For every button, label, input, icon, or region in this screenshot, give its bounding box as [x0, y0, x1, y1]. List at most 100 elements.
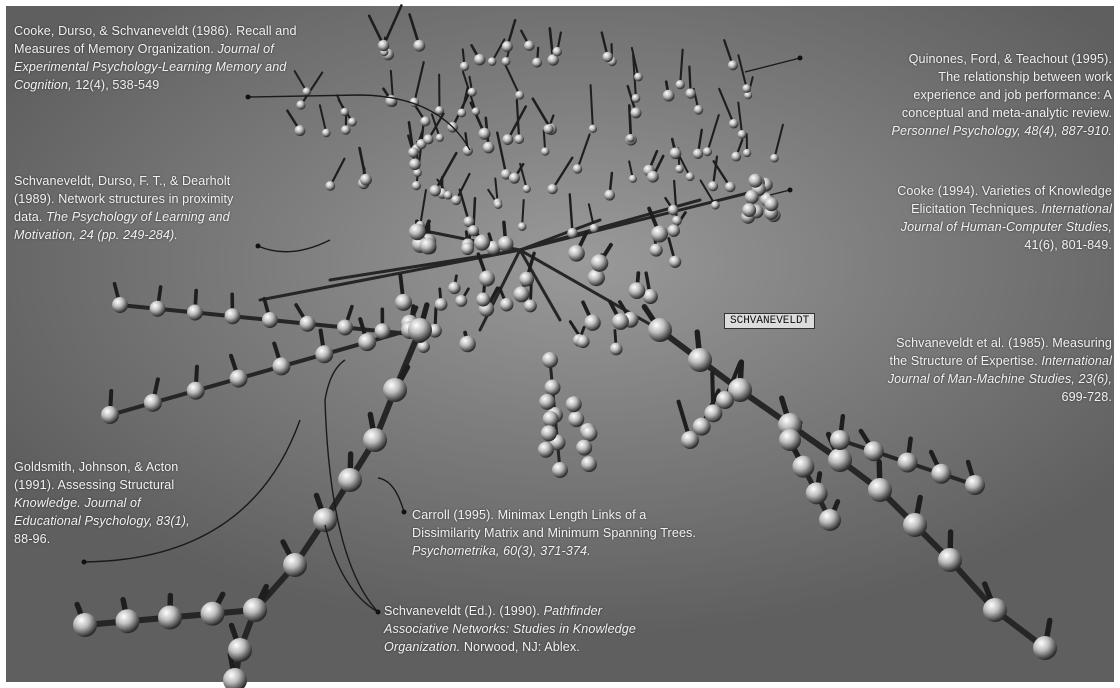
- network-node: [429, 185, 440, 196]
- node-stem: [591, 85, 593, 129]
- network-node: [187, 305, 203, 321]
- network-node: [459, 336, 476, 353]
- network-node: [898, 453, 918, 473]
- network-node: [573, 164, 583, 174]
- network-node: [584, 314, 600, 330]
- network-node: [819, 509, 841, 531]
- network-node: [474, 54, 486, 66]
- network-node: [375, 323, 391, 339]
- citation-line: Goldsmith, Johnson, & Acton: [14, 458, 190, 476]
- network-node: [523, 185, 531, 193]
- citation-line: Educational Psychology, 83(1),: [14, 512, 190, 530]
- network-node: [604, 190, 615, 201]
- citation-line: Carroll (1995). Minimax Length Links of …: [412, 506, 696, 524]
- network-node: [629, 282, 646, 299]
- network-node: [577, 335, 590, 348]
- network-node: [423, 134, 433, 144]
- network-node: [806, 482, 828, 504]
- network-node: [647, 171, 659, 183]
- network-node: [567, 228, 578, 239]
- network-node: [1033, 636, 1057, 660]
- network-node: [378, 40, 389, 51]
- network-node: [711, 201, 720, 210]
- citation-cooke-1994: Cooke (1994). Varieties of Knowledge Eli…: [897, 182, 1112, 254]
- network-node: [518, 222, 527, 231]
- network-node: [725, 182, 736, 193]
- citation-line: 41(6), 801-849.: [897, 236, 1112, 254]
- network-node: [903, 513, 927, 537]
- network-node: [612, 313, 629, 330]
- network-node: [731, 152, 741, 162]
- network-node: [667, 224, 680, 237]
- network-node: [694, 105, 704, 115]
- network-node: [341, 125, 351, 135]
- citation-line: Schvaneveldt (Ed.). (1990). Pathfinder: [384, 602, 636, 620]
- network-node: [650, 244, 663, 257]
- network-node: [965, 475, 985, 495]
- network-node: [868, 478, 892, 502]
- pointer-schvaneveldt-1989: [258, 240, 330, 252]
- network-node: [187, 382, 205, 400]
- network-node: [716, 391, 734, 409]
- network-node: [672, 216, 682, 226]
- network-node: [591, 254, 609, 272]
- network-node: [983, 598, 1007, 622]
- citation-line: Journal of Man-Machine Studies, 23(6),: [888, 370, 1112, 388]
- network-node: [588, 269, 605, 286]
- network-node: [509, 173, 520, 184]
- network-node: [300, 316, 316, 332]
- node-stem: [570, 194, 573, 233]
- citation-carroll-1995: Carroll (1995). Minimax Length Links of …: [412, 506, 696, 560]
- network-node: [420, 238, 437, 255]
- network-node: [325, 181, 335, 191]
- node-stem: [504, 62, 520, 95]
- node-stem: [719, 89, 734, 124]
- citation-line: Cooke, Durso, & Schvaneveldt (1986). Rec…: [14, 22, 297, 40]
- citation-line: The relationship between work: [892, 68, 1113, 86]
- network-node: [435, 298, 448, 311]
- node-stem: [680, 50, 682, 85]
- network-node: [412, 181, 421, 190]
- node-stem: [420, 190, 426, 225]
- network-node: [358, 333, 376, 351]
- network-node: [631, 107, 642, 118]
- network-node: [708, 181, 718, 191]
- network-node: [729, 119, 739, 129]
- network-node: [632, 94, 641, 103]
- citation-schvaneveldt-1989: Schvaneveldt, Durso, F. T., & Dearholt (…: [14, 172, 233, 244]
- network-node: [476, 293, 490, 307]
- node-stem: [738, 103, 742, 135]
- citation-line: 699-728.: [888, 388, 1112, 406]
- network-node: [436, 134, 444, 142]
- citation-line: Psychometrika, 60(3), 371-374.: [412, 542, 696, 560]
- network-node: [272, 357, 290, 375]
- network-node: [158, 606, 182, 630]
- citation-goldsmith-1991: Goldsmith, Johnson, & Acton (1991). Asse…: [14, 458, 190, 548]
- network-node: [502, 41, 513, 52]
- citation-schvaneveldt-1990: Schvaneveldt (Ed.). (1990). Pathfinder A…: [384, 602, 636, 656]
- network-node: [770, 154, 779, 163]
- node-stem: [553, 158, 573, 189]
- network-node: [296, 100, 305, 109]
- network-node: [686, 172, 695, 181]
- network-node: [545, 380, 561, 396]
- network-node: [341, 108, 349, 116]
- network-node: [243, 598, 267, 622]
- citation-line: experience and job performance: A: [892, 86, 1113, 104]
- citation-line: data. The Psychology of Learning and: [14, 208, 233, 226]
- network-node: [524, 40, 534, 50]
- network-node: [322, 129, 331, 138]
- network-node: [576, 440, 592, 456]
- citation-line: Dissimilarity Matrix and Minimum Spannin…: [412, 524, 696, 542]
- network-node: [568, 245, 585, 262]
- network-node: [363, 428, 387, 452]
- network-node: [502, 134, 513, 145]
- network-node: [693, 149, 703, 159]
- network-node: [360, 174, 372, 186]
- citation-line: Knowledge. Journal of: [14, 494, 190, 512]
- pointer-dot: [246, 95, 251, 100]
- network-node: [552, 47, 562, 57]
- network-node: [337, 320, 353, 336]
- network-node: [675, 165, 684, 174]
- network-node: [468, 88, 477, 97]
